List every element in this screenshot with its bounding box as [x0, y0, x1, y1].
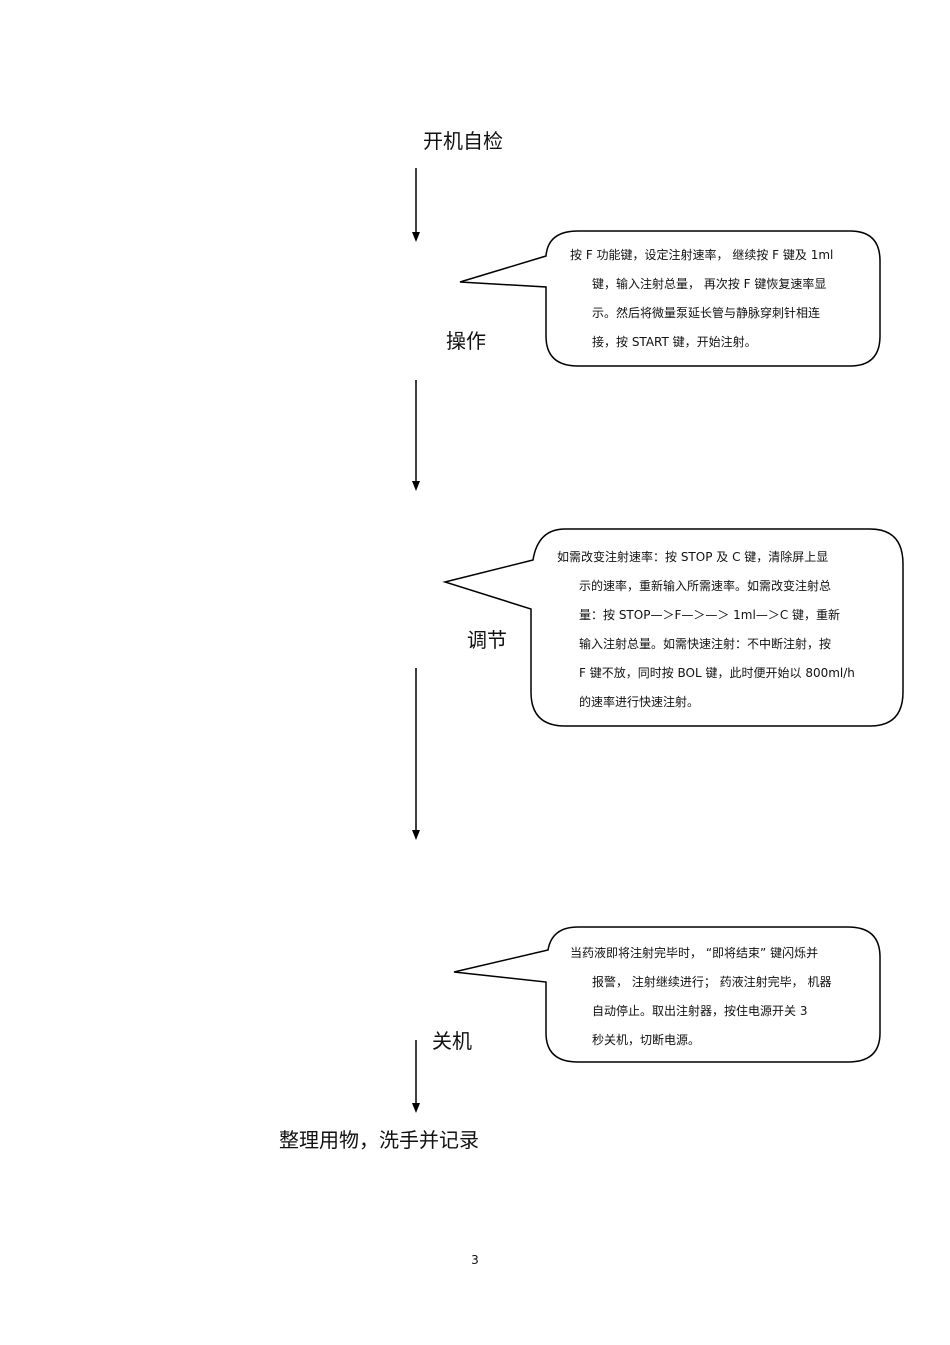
step-power-on-self-test: 开机自检 [423, 129, 503, 153]
callout-bubble-3 [453, 926, 881, 1063]
callout-2-line: 输入注射总量。如需快速注射：不中断注射，按 [579, 637, 832, 651]
callout-3-line: 自动停止。取出注射器，按住电源开关 3 [592, 1004, 808, 1018]
callout-text-2: 如需改变注射速率：按 STOP 及 C 键，清除屏上显 示的速率，重新输入所需速… [557, 543, 855, 717]
callout-2-line: 量：按 STOP—＞F—＞—＞ 1ml—＞C 键，重新 [579, 608, 841, 622]
callout-1-line: 示。然后将微量泵延长管与静脉穿刺针相连 [592, 306, 821, 320]
step-tidy-and-record: 整理用物，洗手并记录 [279, 1128, 479, 1152]
callout-2-line: 的速率进行快速注射。 [579, 695, 700, 709]
page-number: 3 [471, 1253, 479, 1267]
arrow-step2-to-step3 [412, 380, 420, 491]
callout-3-line: 秒关机，切断电源。 [592, 1033, 701, 1047]
step-shutdown: 关机 [432, 1029, 472, 1053]
callout-2-line: 如需改变注射速率：按 STOP 及 C 键，清除屏上显 [557, 550, 829, 564]
callout-2-line: 示的速率，重新输入所需速率。如需改变注射总 [579, 579, 832, 593]
callout-3-line: 报警， 注射继续进行； 药液注射完毕， 机器 [592, 975, 832, 989]
callout-1-line: 按 F 功能键，设定注射速率， 继续按 F 键及 1ml [570, 248, 834, 262]
callout-text-3: 当药液即将注射完毕时， “即将结束” 键闪烁并 报警， 注射继续进行； 药液注射… [570, 939, 831, 1055]
callout-3-line: 当药液即将注射完毕时， “即将结束” 键闪烁并 [570, 946, 819, 960]
step-operation: 操作 [446, 329, 486, 353]
callout-bubble-2 [442, 528, 904, 727]
arrow-step1-to-step2 [412, 168, 420, 242]
callout-2-line: F 键不放，同时按 BOL 键，此时便开始以 800ml/h [579, 666, 855, 680]
step-adjustment: 调节 [467, 628, 507, 652]
callout-1-line: 键，输入注射总量， 再次按 F 键恢复速率显 [592, 277, 827, 291]
callout-1-line: 接，按 START 键，开始注射。 [592, 335, 757, 349]
callout-bubble-1 [459, 230, 881, 367]
callout-text-1: 按 F 功能键，设定注射速率， 继续按 F 键及 1ml 键，输入注射总量， 再… [570, 241, 833, 357]
arrow-step3-to-step4 [412, 668, 420, 840]
arrow-step4-to-step5 [412, 1040, 420, 1113]
